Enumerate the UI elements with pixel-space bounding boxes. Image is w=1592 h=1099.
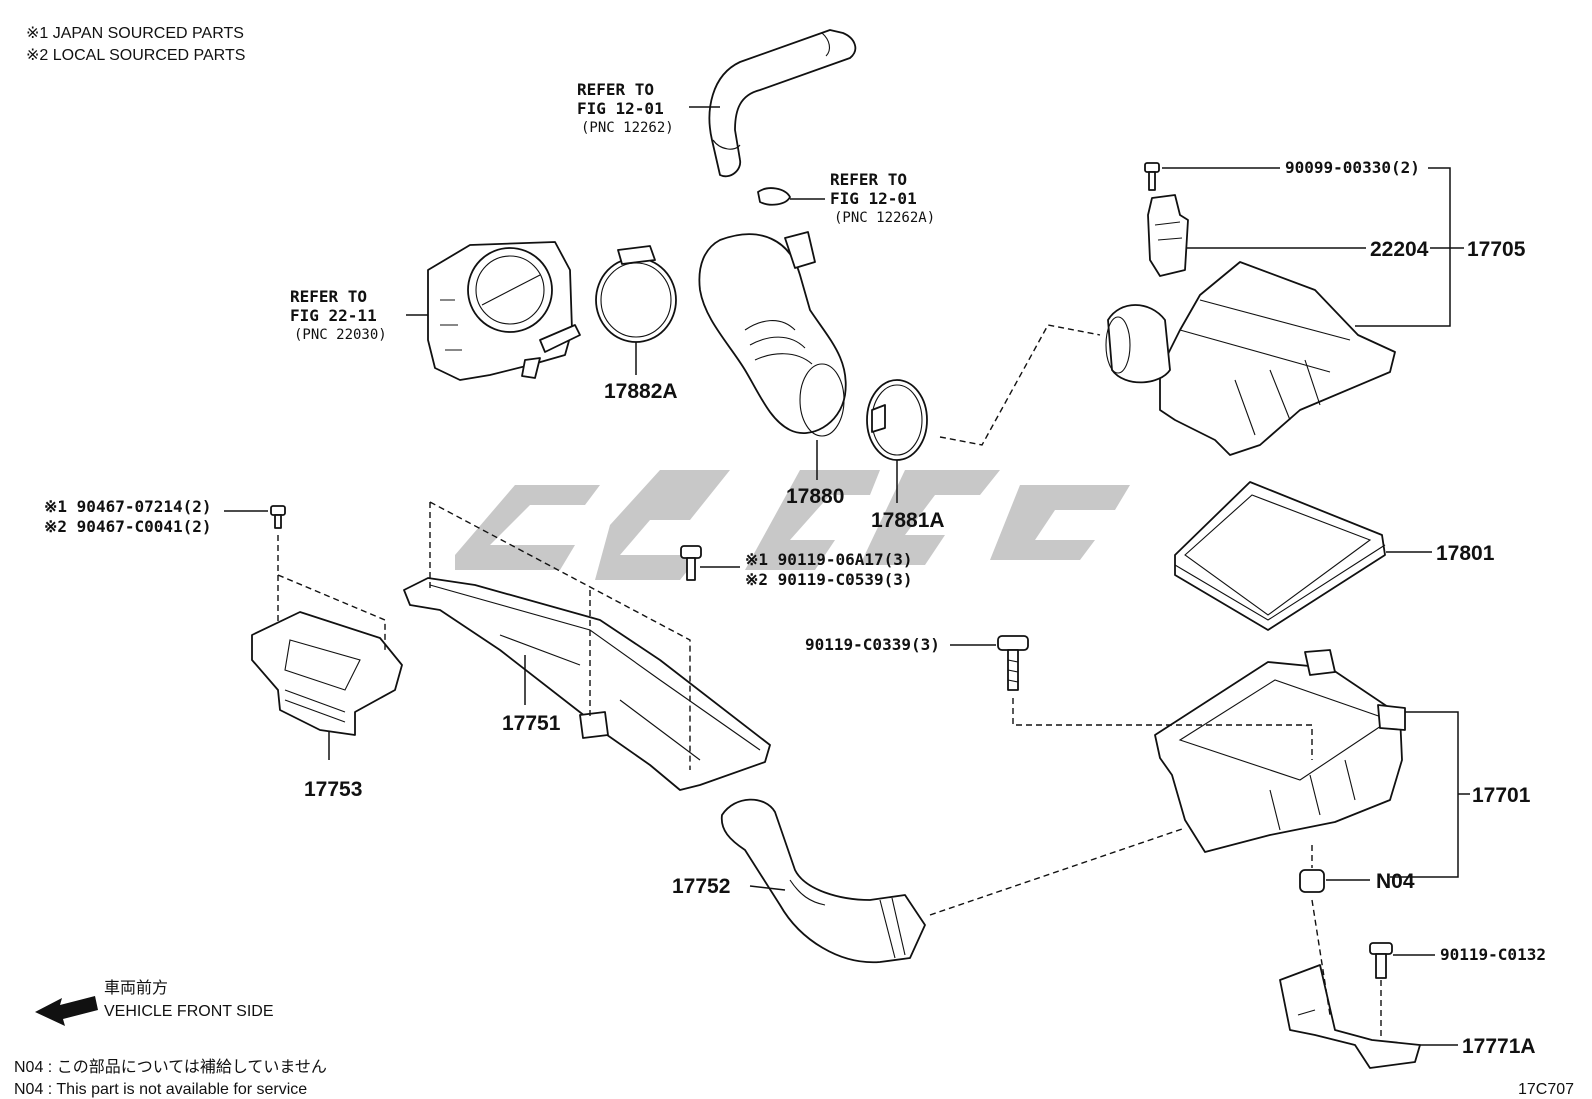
ref-throttle-line3: (PNC 22030) (294, 327, 387, 343)
gasket-ring-17882a (595, 245, 677, 343)
label-90119-c0539: ※2 90119-C0539(3) (745, 570, 913, 589)
ref-clip-line2: FIG 12-01 (830, 189, 917, 208)
figure-code: 17C707 (1518, 1081, 1574, 1098)
label-90119-c0132: 90119-C0132 (1440, 945, 1546, 964)
label-90119-06a17: ※1 90119-06A17(3) (745, 550, 913, 569)
label-90119-c0339: 90119-C0339(3) (805, 635, 940, 654)
watermark-logo (455, 470, 1130, 580)
label-17881a: 17881A (871, 509, 945, 532)
note-local-sourced: ※2 LOCAL SOURCED PARTS (26, 47, 245, 64)
bolt-90119-c0132 (1369, 942, 1393, 979)
label-17801: 17801 (1436, 542, 1495, 565)
throttle-body (427, 241, 581, 381)
hose-clip (757, 187, 791, 206)
note-n04-jp: N04 : この部品については補給していません (14, 1058, 327, 1076)
breather-hose (708, 29, 857, 178)
ref-hose-line1: REFER TO (577, 80, 654, 99)
ref-clip-line3: (PNC 12262A) (834, 210, 935, 226)
note-n04-en: N04 : This part is not available for ser… (14, 1081, 307, 1098)
intake-resonator-17753 (251, 611, 403, 736)
air-filter-17801 (1174, 481, 1386, 631)
note-japan-sourced: ※1 JAPAN SOURCED PARTS (26, 25, 244, 42)
ref-hose-line3: (PNC 12262) (581, 120, 674, 136)
label-17771a: 17771A (1462, 1035, 1536, 1058)
label-17882a: 17882A (604, 380, 678, 403)
label-22204: 22204 (1370, 238, 1429, 261)
grommet-n04 (1299, 869, 1325, 893)
label-17753: 17753 (304, 778, 362, 801)
bracket-17771a (1279, 964, 1421, 1069)
intake-duct-17752 (720, 798, 926, 964)
label-90467-07214: ※1 90467-07214(2) (44, 497, 212, 516)
screw-90099 (1144, 162, 1160, 191)
air-cleaner-cap-17705 (1105, 261, 1396, 456)
label-17701: 17701 (1472, 784, 1531, 807)
label-17751: 17751 (502, 712, 561, 735)
label-90099-00330: 90099-00330(2) (1285, 158, 1420, 177)
front-direction-arrow (35, 996, 98, 1026)
ref-hose-line2: FIG 12-01 (577, 99, 664, 118)
bolt-90119-06a17 (680, 545, 702, 581)
intake-hose-17880 (698, 231, 847, 437)
label-n04: N04 (1376, 870, 1415, 893)
bolt-90119-c0339 (997, 635, 1029, 691)
air-cleaner-case-17701 (1154, 649, 1406, 853)
label-90467-c0041: ※2 90467-C0041(2) (44, 517, 212, 536)
bolt-90467 (270, 505, 286, 529)
air-duct-17751 (403, 577, 771, 791)
label-17705: 17705 (1467, 238, 1526, 261)
ref-clip-line1: REFER TO (830, 170, 907, 189)
label-17752: 17752 (672, 875, 730, 898)
front-label-en: VEHICLE FRONT SIDE (104, 1003, 274, 1020)
label-17880: 17880 (786, 485, 844, 508)
front-label-jp: 車両前方 (104, 979, 168, 997)
ref-throttle-line1: REFER TO (290, 287, 367, 306)
air-flow-meter-22204 (1147, 194, 1189, 277)
ref-throttle-line2: FIG 22-11 (290, 306, 377, 325)
hose-clamp-17881a (866, 379, 928, 461)
